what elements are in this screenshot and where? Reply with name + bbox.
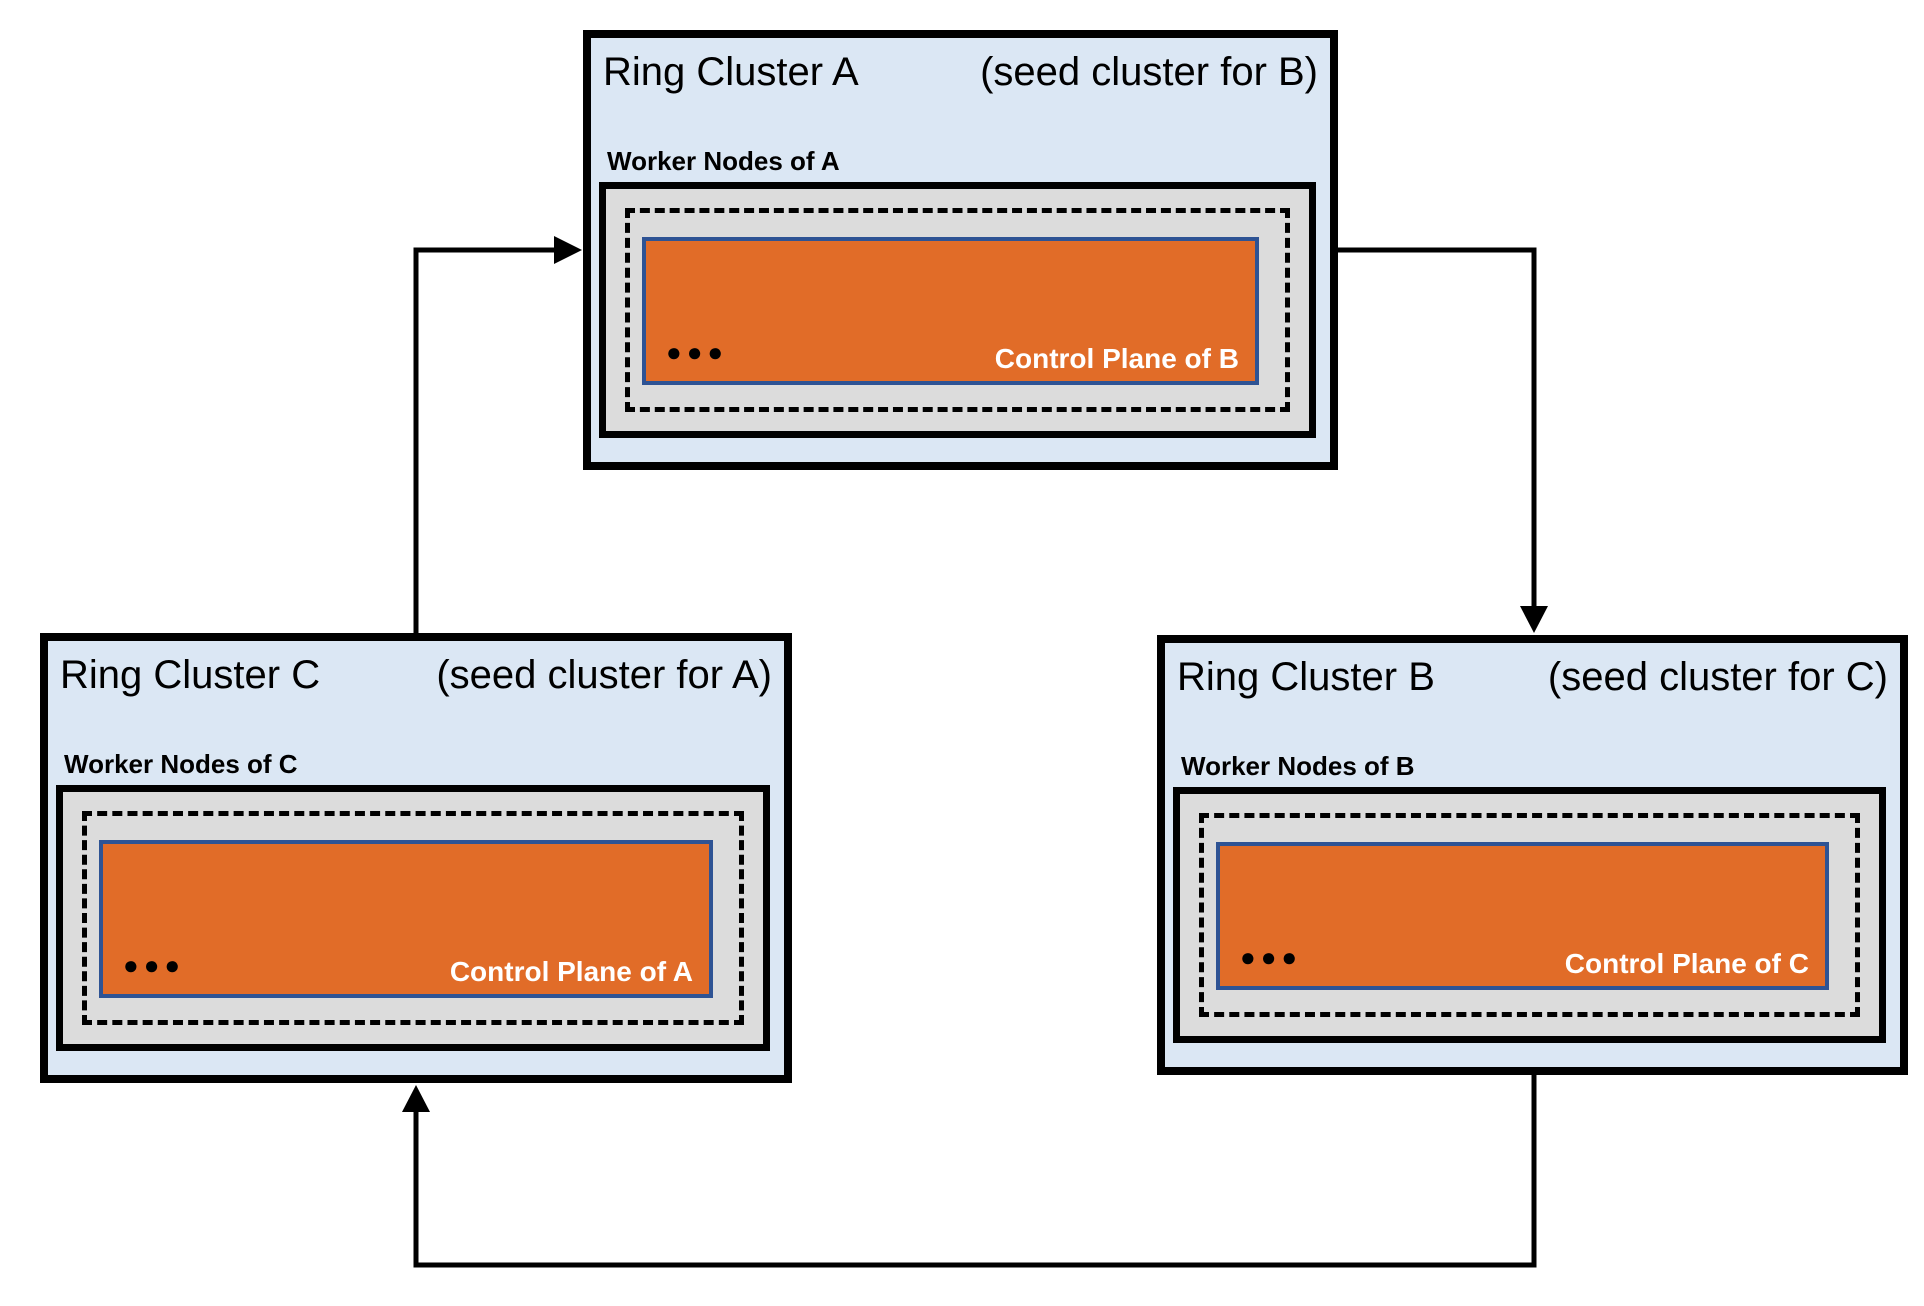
cluster-b-control-plane-box: ●●● Control Plane of C <box>1216 842 1829 990</box>
cluster-b-worker-nodes-label: Worker Nodes of B <box>1181 751 1415 781</box>
cluster-b-dashed-boundary: ●●● Control Plane of C <box>1199 813 1860 1017</box>
arrowhead-up-icon <box>402 1085 430 1112</box>
cluster-b-subtitle: (seed cluster for C) <box>1547 655 1888 699</box>
cluster-b-control-plane-label: Control Plane of C <box>1564 948 1809 979</box>
cluster-a-subtitle: (seed cluster for B) <box>980 50 1318 94</box>
arrow-b-to-c-line <box>413 1075 1537 1268</box>
cluster-a-dashed-boundary: ●●● Control Plane of B <box>625 208 1290 412</box>
arrowhead-right-icon <box>554 236 582 264</box>
ellipsis-icon: ●●● <box>123 950 186 980</box>
cluster-b-title: Ring Cluster B <box>1177 655 1435 699</box>
ellipsis-icon: ●●● <box>1240 942 1303 972</box>
cluster-a-worker-nodes-label: Worker Nodes of A <box>607 146 840 176</box>
arrow-b-to-c <box>402 1075 1537 1268</box>
cluster-c-title-row: Ring Cluster C (seed cluster for A) <box>60 651 772 699</box>
cluster-c-worker-nodes-label: Worker Nodes of C <box>64 749 298 779</box>
ring-cluster-b-box: Ring Cluster B (seed cluster for C) Work… <box>1157 635 1908 1075</box>
arrowhead-down-icon <box>1520 606 1548 633</box>
ring-cluster-c-box: Ring Cluster C (seed cluster for A) Work… <box>40 633 792 1083</box>
cluster-c-title: Ring Cluster C <box>60 653 321 697</box>
arrow-c-to-a-line <box>413 247 556 633</box>
cluster-c-control-plane-box: ●●● Control Plane of A <box>99 840 713 998</box>
cluster-c-dashed-boundary: ●●● Control Plane of A <box>82 811 744 1025</box>
cluster-a-title: Ring Cluster A <box>603 50 859 94</box>
cluster-c-subtitle: (seed cluster for A) <box>436 653 772 697</box>
cluster-a-title-row: Ring Cluster A (seed cluster for B) <box>603 48 1318 96</box>
cluster-c-worker-nodes-box: ●●● Control Plane of A <box>56 785 770 1051</box>
cluster-b-worker-nodes-box: ●●● Control Plane of C <box>1173 787 1886 1043</box>
arrow-a-to-b <box>1338 247 1548 633</box>
arrow-a-to-b-line <box>1338 247 1537 608</box>
cluster-b-title-row: Ring Cluster B (seed cluster for C) <box>1177 653 1888 701</box>
arrow-c-to-a <box>413 236 582 633</box>
ring-cluster-a-box: Ring Cluster A (seed cluster for B) Work… <box>583 30 1338 470</box>
cluster-a-worker-nodes-box: ●●● Control Plane of B <box>599 182 1316 438</box>
cluster-a-control-plane-box: ●●● Control Plane of B <box>642 237 1259 385</box>
ellipsis-icon: ●●● <box>666 337 729 367</box>
cluster-a-control-plane-label: Control Plane of B <box>994 343 1239 374</box>
cluster-c-control-plane-label: Control Plane of A <box>449 956 693 987</box>
